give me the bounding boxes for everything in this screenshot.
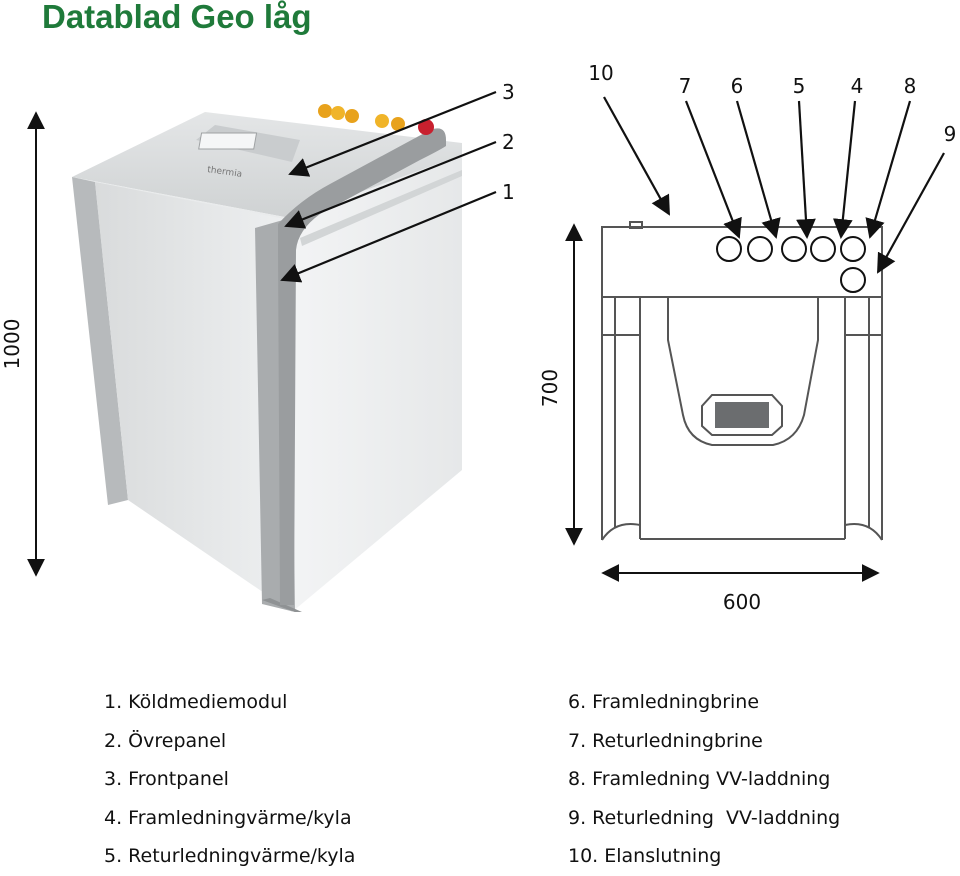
callout-label-2: 2: [502, 130, 515, 154]
callout-label-10: 10: [588, 61, 613, 85]
legend-item: 4. Framledningvärme/kyla: [104, 806, 352, 829]
legend-item: 3. Frontpanel: [104, 768, 229, 790]
callout-arrow-7: [684, 100, 742, 239]
connection-9: [840, 267, 866, 293]
dimension-label-700: 700: [538, 369, 562, 407]
legend-item: 2. Övrepanel: [104, 729, 227, 752]
connection-6: [747, 236, 773, 262]
callout-arrow-5: [796, 100, 816, 239]
connection-7: [716, 236, 742, 262]
product-logo: thermia: [207, 165, 243, 180]
front-view-callouts: 10 7 6 5 4 8 9: [588, 61, 957, 274]
dimension-label-600: 600: [723, 590, 761, 614]
dimension-height-top: 700: [538, 223, 583, 546]
heat-pump-illustration: thermia: [72, 104, 462, 612]
dimension-height-total: 1000: [0, 111, 45, 577]
legend-item: 5. Returledningvärme/kyla: [104, 845, 356, 867]
legend-item: 10. Elanslutning: [568, 845, 722, 867]
callout-arrow-9: [877, 152, 945, 274]
connection-5: [781, 236, 807, 262]
callout-label-9: 9: [944, 122, 957, 146]
legend-item: 6. Framledningbrine: [568, 691, 760, 713]
front-view-drawing: [601, 221, 883, 541]
callout-label-7: 7: [679, 74, 692, 98]
page-title: Datablad Geo låg: [42, 0, 312, 35]
callout-arrow-1: [280, 190, 497, 283]
connection-8: [840, 236, 866, 262]
dimension-width: 600: [601, 564, 880, 614]
legend-right: 6. Framledningbrine 7. Returledningbrine…: [568, 683, 840, 876]
callout-arrow-2: [284, 140, 497, 229]
callout-label-4: 4: [851, 74, 864, 98]
callout-label-8: 8: [904, 74, 917, 98]
callout-arrow-6: [735, 100, 781, 239]
callout-label-6: 6: [731, 74, 744, 98]
legend-item: 1. Köldmediemodul: [104, 691, 288, 713]
callout-label-5: 5: [793, 74, 806, 98]
connection-4: [810, 236, 836, 262]
callout-arrow-10: [603, 96, 670, 216]
pipe-connections: [716, 236, 866, 293]
legend-item: 7. Returledningbrine: [568, 729, 763, 752]
callout-arrow-8: [865, 100, 912, 239]
dimension-label-1000: 1000: [0, 319, 24, 370]
legend-left: 1. Köldmediemodul 2. Övrepanel 3. Frontp…: [104, 683, 355, 876]
product-callouts: 3 2 1: [280, 80, 515, 283]
legend-item: 9. Returledning VV-laddning: [568, 806, 841, 829]
legend-item: 8. Framledning VV-laddning: [568, 768, 831, 790]
callout-arrow-3: [288, 90, 497, 177]
callout-label-1: 1: [502, 180, 515, 204]
callout-arrow-4: [832, 100, 857, 239]
callout-label-3: 3: [502, 80, 515, 104]
